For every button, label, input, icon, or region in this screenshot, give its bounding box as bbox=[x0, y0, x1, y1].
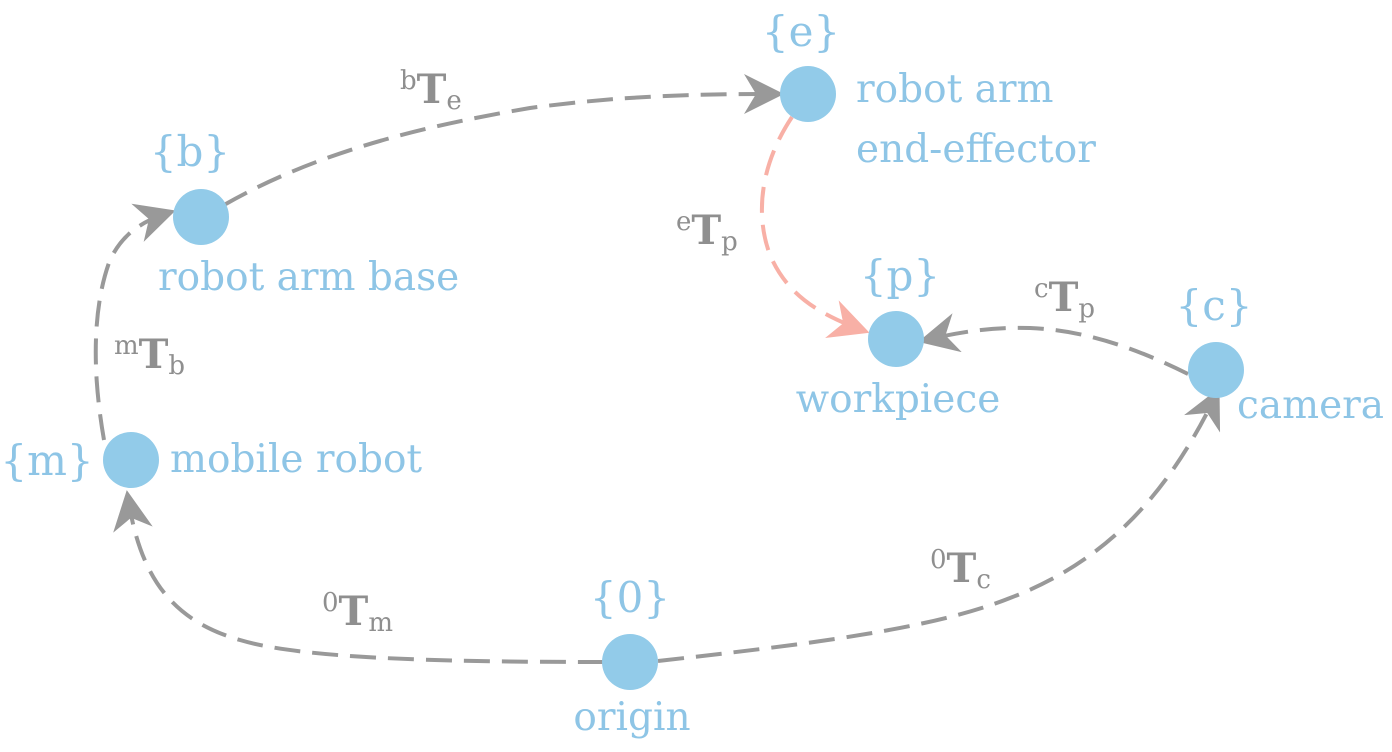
transform-b-e: bTe bbox=[400, 66, 462, 116]
transform-0-m: 0Tm bbox=[322, 588, 393, 638]
transform-0-c-pre: 0 bbox=[930, 545, 947, 575]
transform-0-c: 0Tc bbox=[930, 545, 991, 595]
transform-c-p-sub: p bbox=[1078, 294, 1095, 324]
edge-base-to-effector bbox=[223, 74, 784, 207]
node-robot-arm-base bbox=[173, 189, 229, 245]
transform-b-e-pre: b bbox=[400, 66, 417, 96]
label-mobile-robot: mobile robot bbox=[170, 437, 422, 482]
transform-0-c-main: T bbox=[947, 545, 977, 592]
frame-label-mobile: {m} bbox=[0, 436, 93, 485]
transform-m-b-main: T bbox=[139, 331, 169, 378]
transform-c-p-pre: c bbox=[1034, 274, 1049, 304]
frame-label-workpiece: {p} bbox=[860, 251, 940, 300]
node-end-effector bbox=[780, 66, 836, 122]
node-workpiece bbox=[868, 311, 924, 367]
transform-0-c-sub: c bbox=[976, 565, 991, 595]
label-end-effector-line2: end-effector bbox=[856, 127, 1096, 172]
edge-origin-to-mobile bbox=[113, 490, 605, 664]
label-robot-arm-base: robot arm base bbox=[158, 255, 459, 300]
label-workpiece: workpiece bbox=[796, 377, 1001, 422]
transform-e-p-pre: e bbox=[676, 207, 691, 237]
node-origin bbox=[602, 634, 658, 690]
edge-mobile-to-base bbox=[93, 203, 176, 441]
transform-e-p-main: T bbox=[691, 207, 721, 254]
transform-e-p-sub: p bbox=[721, 227, 738, 257]
transform-m-b-sub: b bbox=[168, 351, 185, 381]
transform-e-p: eTp bbox=[676, 207, 738, 257]
transform-0-m-main: T bbox=[339, 588, 369, 635]
label-end-effector-line1: robot arm bbox=[856, 67, 1054, 112]
frame-label-origin: {0} bbox=[590, 573, 670, 622]
edge-effector-to-workpiece bbox=[759, 115, 870, 338]
transform-b-e-sub: e bbox=[446, 86, 461, 116]
transform-c-p-main: T bbox=[1049, 274, 1079, 321]
transform-c-p: cTp bbox=[1034, 274, 1095, 324]
edge-camera-to-workpiece bbox=[918, 313, 1189, 376]
label-origin: origin bbox=[573, 695, 690, 740]
frame-label-effector: {e} bbox=[762, 7, 840, 56]
transform-0-m-pre: 0 bbox=[322, 588, 339, 618]
frame-label-base: {b} bbox=[150, 127, 230, 176]
edge-origin-to-camera bbox=[657, 387, 1221, 663]
transform-b-e-main: T bbox=[417, 66, 447, 113]
transform-m-b: mTb bbox=[114, 331, 185, 381]
node-camera bbox=[1188, 342, 1244, 398]
frame-label-camera: {c} bbox=[1176, 281, 1253, 330]
transform-m-b-pre: m bbox=[114, 331, 139, 361]
node-mobile-robot bbox=[103, 432, 159, 488]
label-camera: camera bbox=[1237, 383, 1384, 428]
transform-0-m-sub: m bbox=[368, 608, 393, 638]
